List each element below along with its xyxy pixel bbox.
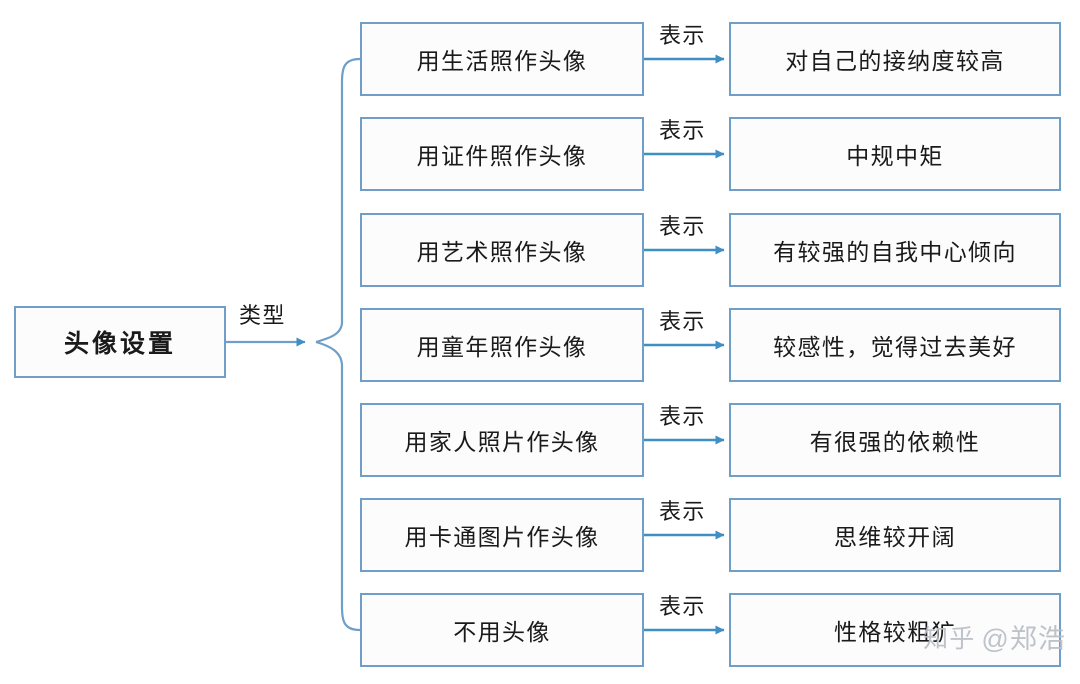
relation-label-3: 表示 [659,214,706,239]
meaning-node-4[interactable]: 较感性，觉得过去美好 [729,308,1061,382]
type-node-4[interactable]: 用童年照作头像 [360,308,644,382]
watermark-handle: @郑浩 [981,624,1066,654]
type-node-5-label: 用家人照片作头像 [404,430,600,455]
meaning-node-7-label: 性格较粗犷 [834,620,956,645]
relation-label-4: 表示 [659,309,706,334]
branch-brace [315,57,361,632]
type-node-3-label: 用艺术照作头像 [416,240,588,265]
meaning-node-2[interactable]: 中规中矩 [729,117,1061,191]
type-node-6[interactable]: 用卡通图片作头像 [360,498,644,572]
type-node-2[interactable]: 用证件照作头像 [360,117,644,191]
zhihu-logo-icon: 知乎 [923,624,976,653]
type-node-3[interactable]: 用艺术照作头像 [360,213,644,287]
meaning-node-5-label: 有很强的依赖性 [809,430,981,455]
type-node-4-label: 用童年照作头像 [416,335,588,360]
root-edge-label: 类型 [239,303,286,328]
type-node-7[interactable]: 不用头像 [360,593,644,667]
meaning-node-7[interactable]: 性格较粗犷 [729,593,1061,667]
meaning-node-4-label: 较感性，觉得过去美好 [773,335,1017,360]
watermark: 知乎 @郑浩 [923,617,1066,656]
type-node-6-label: 用卡通图片作头像 [404,525,600,550]
meaning-node-1-label: 对自己的接纳度较高 [785,49,1005,74]
relation-label-2: 表示 [659,118,706,143]
relation-label-6: 表示 [659,499,706,524]
root-node[interactable]: 头像设置 [14,306,226,378]
meaning-node-1[interactable]: 对自己的接纳度较高 [729,22,1061,96]
type-node-7-label: 不用头像 [453,620,551,645]
meaning-node-6-label: 思维较开阔 [834,525,956,550]
relation-label-1: 表示 [659,23,706,48]
meaning-node-3-label: 有较强的自我中心倾向 [773,240,1017,265]
type-node-1[interactable]: 用生活照作头像 [360,22,644,96]
meaning-node-5[interactable]: 有很强的依赖性 [729,403,1061,477]
meaning-node-6[interactable]: 思维较开阔 [729,498,1061,572]
meaning-node-2-label: 中规中矩 [846,144,944,169]
relation-label-5: 表示 [659,404,706,429]
type-node-1-label: 用生活照作头像 [416,49,588,74]
meaning-node-3[interactable]: 有较强的自我中心倾向 [729,213,1061,287]
type-node-2-label: 用证件照作头像 [416,144,588,169]
type-node-5[interactable]: 用家人照片作头像 [360,403,644,477]
relation-label-7: 表示 [659,594,706,619]
root-node-label: 头像设置 [63,331,176,358]
